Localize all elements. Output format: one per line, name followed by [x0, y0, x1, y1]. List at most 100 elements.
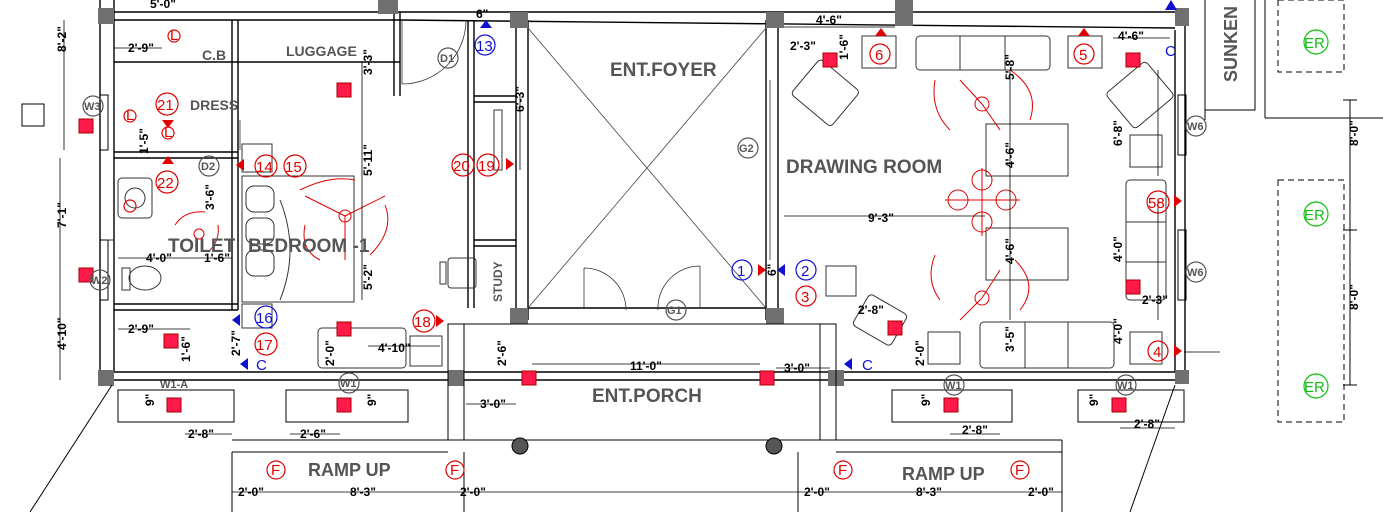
dim-text: 9": [1087, 394, 1101, 406]
tag-w6-upper: W6: [1187, 121, 1204, 133]
room-label-bedroom: BEDROOM -1: [248, 236, 370, 257]
dim-text: 8'-3": [916, 485, 942, 499]
dim-text: 2'-0": [238, 485, 264, 499]
dim-text: 2'-8": [188, 427, 214, 441]
foyer-cross: [527, 27, 767, 309]
point-label: F: [271, 462, 280, 479]
tag-g1: G1: [667, 305, 682, 317]
socket-markers: [78, 52, 1141, 413]
point-label: L: [164, 124, 172, 141]
point-label: L: [126, 107, 134, 124]
point-label: 6: [875, 47, 883, 64]
dim-text: 1'-6": [837, 34, 851, 60]
dim-text: 4'-6": [1118, 29, 1144, 43]
dim-text: 2'-9": [128, 41, 154, 55]
dim-text: 8'-3": [350, 485, 376, 499]
tag-w1-right: W1: [1117, 380, 1134, 392]
room-label-ramp-right: RAMP UP: [902, 464, 985, 484]
tag-d1: D1: [440, 53, 454, 65]
room-label-study: STUDY: [491, 261, 505, 302]
dim-text: 2'-0": [323, 340, 337, 366]
tag-w1-bedroom: W1: [340, 378, 357, 390]
dim-text: 8'-2": [55, 26, 69, 52]
room-label-ramp-left: RAMP UP: [308, 460, 391, 480]
dim-text: 1'-6": [204, 251, 230, 265]
room-label-porch: ENT.PORCH: [592, 386, 702, 407]
point-label: 20: [453, 158, 470, 175]
dim-text: 2'-7": [229, 330, 243, 356]
dim-text: 2'-0": [1028, 485, 1054, 499]
point-label: 4: [1153, 344, 1161, 361]
point-label: F: [450, 462, 459, 479]
dim-text: 2'-0": [460, 485, 486, 499]
dim-text: 9'-3": [868, 211, 894, 225]
dim-text: 6": [476, 7, 488, 21]
point-label: 17: [256, 337, 273, 354]
dim-text: 3'-0": [784, 361, 810, 375]
dim-text: 8'-0": [1347, 120, 1361, 146]
tag-w2: W2: [91, 275, 108, 287]
columns: [98, 0, 1189, 386]
numbered-circles: [82, 29, 1329, 480]
er-label: ER: [1304, 207, 1325, 224]
walls: [99, 0, 1186, 381]
room-label-sunken: SUNKEN: [1221, 6, 1241, 82]
dim-text: 5'-8": [1003, 54, 1017, 80]
dim-text: 2'-3": [1142, 293, 1168, 307]
dim-text: 9": [143, 394, 157, 406]
point-label: F: [1015, 462, 1024, 479]
dim-text: 6": [765, 264, 779, 276]
data-point-label: 13: [476, 38, 493, 55]
data-point-label: C: [1165, 43, 1176, 60]
room-label-dress: DRESS: [190, 97, 238, 113]
dim-text: 2'-8": [858, 303, 884, 317]
dim-text: 2'-3": [790, 39, 816, 53]
window-bays: [29, 94, 1187, 512]
point-label: 3: [801, 289, 809, 306]
dim-text: 5'-2": [361, 264, 375, 290]
dim-text: 11'-0": [630, 359, 662, 373]
er-label: ER: [1304, 379, 1325, 396]
dim-text: 4'-6": [1003, 238, 1017, 264]
tag-w1-drawing: W1: [945, 380, 962, 392]
point-label: 18: [414, 314, 431, 331]
tag-g2: G2: [739, 143, 754, 155]
dim-text: 4'-0": [1111, 236, 1125, 262]
dim-text: 6'-3": [513, 86, 527, 112]
data-point-label: C: [256, 357, 267, 374]
dim-text: 9": [919, 394, 933, 406]
er-label: ER: [1304, 35, 1325, 52]
point-arrows: [162, 28, 1182, 357]
point-label: 58: [1148, 195, 1165, 212]
point-label: 19: [478, 158, 495, 175]
dim-text: 2'-6": [495, 340, 509, 366]
point-label: 21: [157, 97, 174, 114]
point-label: 5: [1079, 47, 1087, 64]
dim-text: 4'-6": [1003, 142, 1017, 168]
data-point-label: C: [862, 357, 873, 374]
tag-w6-lower: W6: [1187, 267, 1204, 279]
dim-text: 4'-0": [1111, 318, 1125, 344]
porch-outline: [447, 323, 837, 455]
dim-text: 4'-0": [146, 251, 172, 265]
dim-text: 2'-9": [128, 322, 154, 336]
dim-text: 4'-6": [816, 13, 842, 27]
tag-w3: W3: [84, 101, 101, 113]
dim-text: 3'-6": [203, 184, 217, 210]
dim-text: 8'-0": [1347, 284, 1361, 310]
dim-text: 7'-1": [55, 202, 69, 228]
dim-text: 1'-5": [137, 128, 151, 154]
dim-text: 2'-0": [913, 340, 927, 366]
electrical-layout: [174, 69, 1033, 321]
dim-text: 5'-0": [150, 0, 176, 11]
room-label-toilet: TOILET: [168, 236, 236, 257]
dim-text: 2'-0": [804, 485, 830, 499]
room-label-foyer: ENT.FOYER: [610, 60, 717, 81]
tag-d2: D2: [201, 161, 215, 173]
dim-text: 4'-10": [55, 317, 69, 350]
data-point-label: 2: [801, 263, 809, 280]
dim-text: 1'-6": [179, 336, 193, 362]
data-arrows: [232, 0, 1177, 370]
dim-text: 2'-6": [300, 427, 326, 441]
dim-text: 5'-11": [361, 144, 375, 176]
